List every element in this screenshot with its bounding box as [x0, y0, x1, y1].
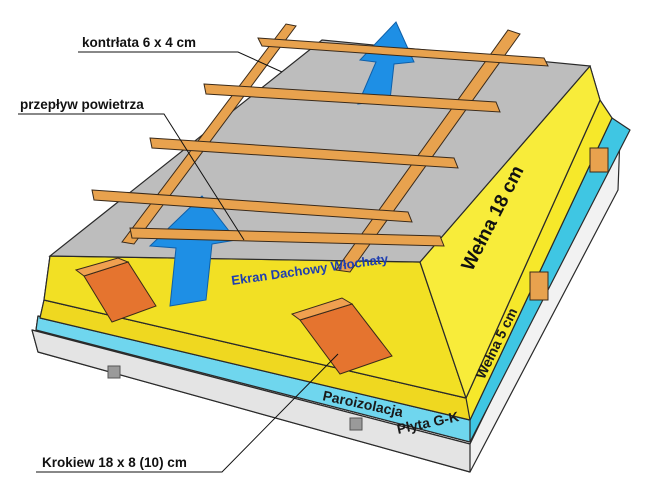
- leader-lines: [18, 51, 339, 473]
- rafter: [74, 257, 157, 323]
- rafter: [290, 297, 393, 375]
- rafter-end: [589, 147, 609, 173]
- drywall-support: [349, 417, 363, 431]
- counter-batten-label: kontrłata 6 x 4 cm: [82, 35, 196, 50]
- rafter-end: [529, 271, 549, 301]
- airflow-arrow: [148, 195, 237, 307]
- drywall-support: [107, 365, 121, 379]
- rafter-label: Krokiew 18 x 8 (10) cm: [42, 455, 187, 470]
- battens: [91, 37, 549, 247]
- airflow-arrow: [357, 21, 415, 105]
- airflow-label: przepływ powietrza: [20, 97, 144, 112]
